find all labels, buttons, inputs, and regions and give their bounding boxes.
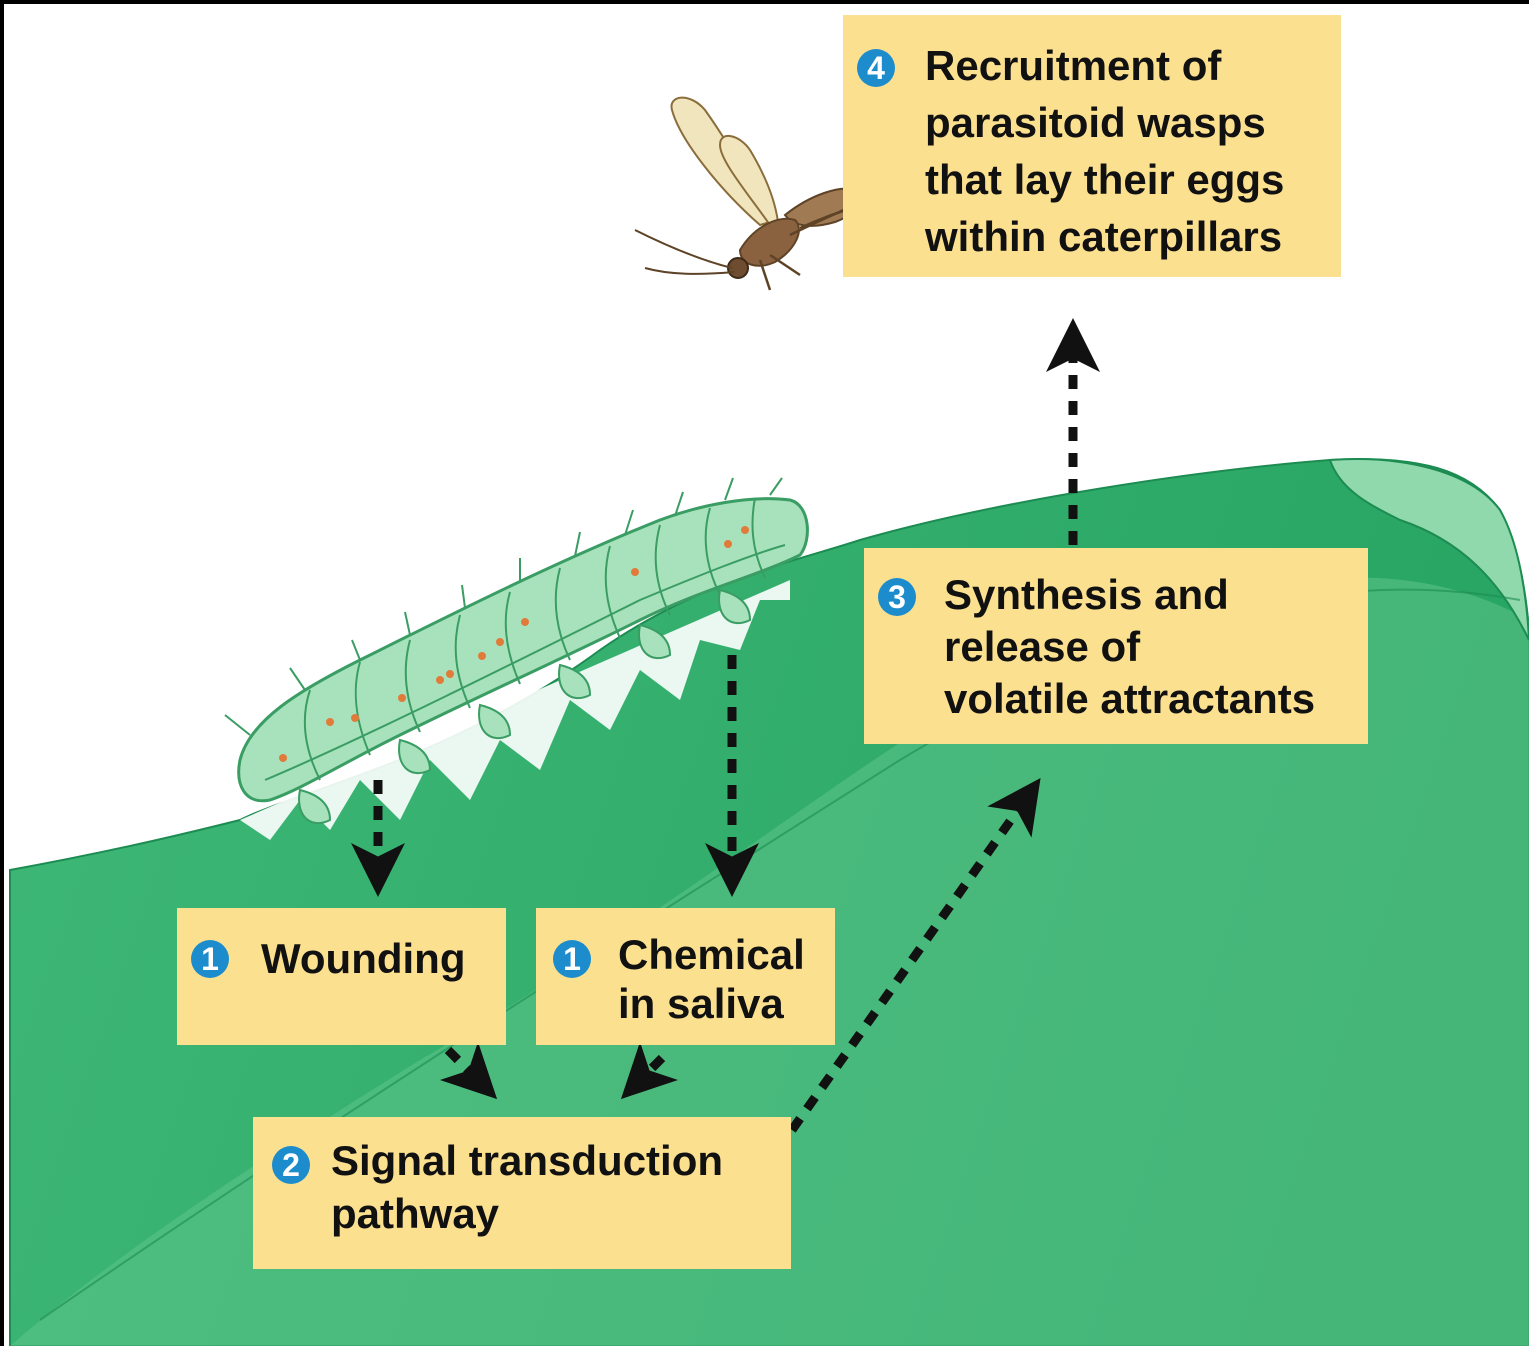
- step-number-badge: 4: [857, 49, 895, 87]
- step-label-line: parasitoid wasps: [925, 101, 1266, 145]
- step-label-line: Recruitment of: [925, 44, 1221, 88]
- step-box-synthesis-release: 3 Synthesis and release of volatile attr…: [864, 548, 1368, 744]
- wasp-thorax: [740, 219, 799, 266]
- step-label-line: Synthesis and: [944, 573, 1229, 617]
- step-label-line: in saliva: [618, 982, 784, 1026]
- wasp-antennae: [635, 230, 734, 274]
- step-label-line: release of: [944, 625, 1140, 669]
- step-box-chemical-in-saliva: 1 Chemical in saliva: [536, 908, 835, 1045]
- step-box-recruitment: 4 Recruitment of parasitoid wasps that l…: [843, 15, 1341, 277]
- step-label-line: that lay their eggs: [925, 158, 1284, 202]
- step-number-badge: 1: [191, 940, 229, 978]
- step-box-signal-transduction: 2 Signal transduction pathway: [253, 1117, 791, 1269]
- step-label-line: Chemical: [618, 933, 805, 977]
- step-label-line: volatile attractants: [944, 677, 1315, 721]
- step-label-line: Signal transduction: [331, 1139, 723, 1183]
- step-number-badge: 2: [272, 1146, 310, 1184]
- step-number-badge: 3: [878, 578, 916, 616]
- step-label-line: Wounding: [261, 937, 465, 981]
- step-number-badge: 1: [553, 940, 591, 978]
- step-label-line: within caterpillars: [925, 215, 1282, 259]
- step-box-wounding: 1 Wounding: [177, 908, 506, 1045]
- step-label-line: pathway: [331, 1192, 499, 1236]
